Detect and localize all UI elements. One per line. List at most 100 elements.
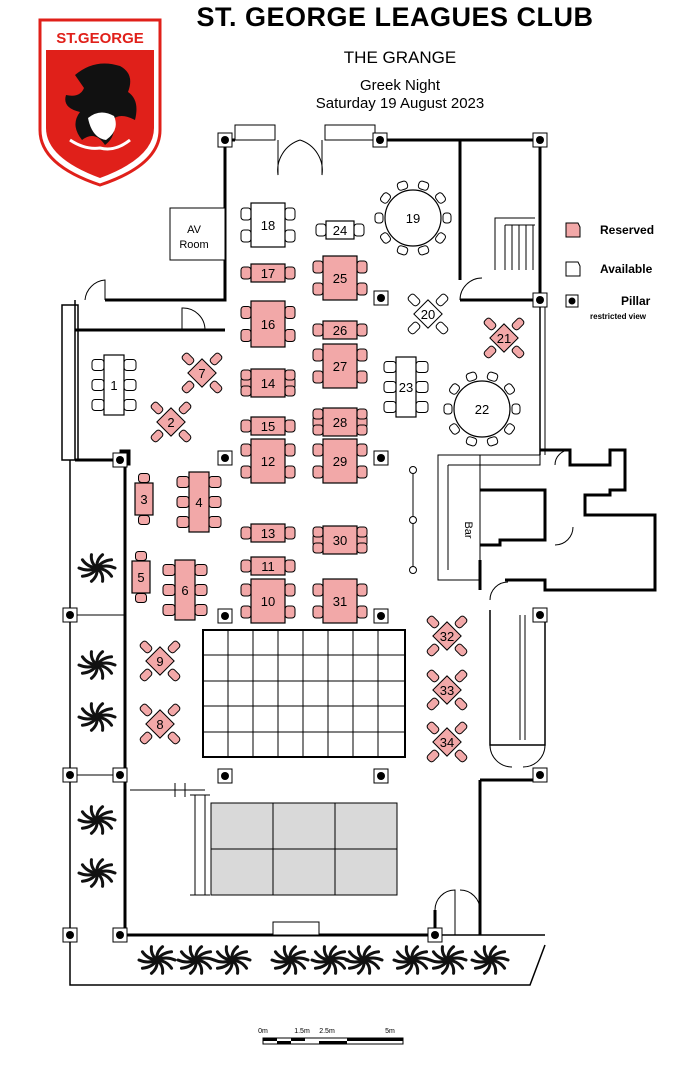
table-number: 23 [399, 380, 413, 395]
table-31[interactable]: 31 [312, 578, 368, 624]
table-number: 25 [333, 271, 347, 286]
table-4[interactable]: 4 [176, 471, 222, 533]
pillar-marker [532, 767, 548, 783]
pillar-marker [532, 292, 548, 308]
table-32[interactable]: 32 [426, 615, 468, 657]
scale-tick-2: 2.5m [319, 1028, 335, 1035]
plant-icon [77, 650, 117, 680]
pillar-marker [217, 450, 233, 466]
plant-icon [77, 702, 117, 732]
pillar-marker [112, 767, 128, 783]
table-23[interactable]: 23 [383, 356, 429, 418]
table-21[interactable]: 21 [483, 317, 525, 359]
table-number: 32 [440, 629, 454, 644]
bar-label: Bar [462, 521, 474, 538]
plant-icon [310, 945, 350, 975]
table-number: 11 [261, 559, 275, 574]
table-12[interactable]: 12 [240, 438, 296, 484]
plant-icon [270, 945, 310, 975]
pillar-marker [62, 767, 78, 783]
pillar-marker [217, 768, 233, 784]
table-34[interactable]: 34 [426, 721, 468, 763]
table-20[interactable]: 20 [407, 293, 449, 335]
table-number: 30 [333, 533, 347, 548]
pillar-marker [217, 608, 233, 624]
pillar-marker [427, 927, 443, 943]
stage [130, 783, 398, 936]
table-number: 7 [198, 366, 205, 381]
club-logo: ST.GEORGE [38, 18, 162, 187]
stairs [494, 217, 535, 270]
table-number: 8 [156, 717, 163, 732]
plant-icon [470, 945, 510, 975]
terrace-frames [70, 614, 125, 776]
table-28[interactable]: 28 [312, 407, 368, 437]
table-5[interactable]: 5 [131, 551, 151, 603]
table-6[interactable]: 6 [162, 559, 208, 621]
table-11[interactable]: 11 [240, 556, 296, 576]
table-number: 13 [261, 526, 275, 541]
scale-tick-3: 5m [385, 1028, 395, 1035]
table-number: 34 [440, 735, 454, 750]
dance-floor [202, 629, 406, 758]
plants [77, 553, 510, 975]
table-18[interactable]: 18 [240, 202, 296, 248]
table-number: 2 [167, 415, 174, 430]
scale-bar: 0m 1.5m 2.5m 5m [258, 1028, 404, 1045]
table-27[interactable]: 27 [312, 343, 368, 389]
reserved-swatch [565, 222, 581, 238]
table-number: 9 [156, 654, 163, 669]
pillar-marker [112, 927, 128, 943]
table-24[interactable]: 24 [315, 220, 365, 240]
table-1[interactable]: 1 [91, 354, 137, 416]
table-22[interactable]: 22 [443, 371, 521, 447]
pillar-marker [532, 132, 548, 148]
table-30[interactable]: 30 [312, 525, 368, 555]
table-7[interactable]: 7 [181, 352, 223, 394]
table-26[interactable]: 26 [312, 320, 368, 340]
legend-pillar-sub: restricted view [590, 312, 647, 321]
plant-icon [344, 945, 384, 975]
table-number: 18 [261, 218, 275, 233]
pillar-marker [373, 608, 389, 624]
table-29[interactable]: 29 [312, 438, 368, 484]
table-3[interactable]: 3 [134, 473, 154, 525]
table-17[interactable]: 17 [240, 263, 296, 283]
pillar-marker [532, 607, 548, 623]
table-8[interactable]: 8 [139, 703, 181, 745]
table-10[interactable]: 10 [240, 578, 296, 624]
table-15[interactable]: 15 [240, 416, 296, 436]
table-number: 21 [497, 331, 511, 346]
table-number: 22 [475, 402, 489, 417]
plant-icon [77, 858, 117, 888]
plant-icon [77, 553, 117, 583]
pillar-marker [62, 927, 78, 943]
logo-text: ST.GEORGE [56, 30, 144, 47]
table-13[interactable]: 13 [240, 523, 296, 543]
table-number: 14 [261, 376, 275, 391]
legend-available: Available [600, 262, 653, 276]
av-room: AV Room [169, 207, 226, 261]
pillars [62, 132, 548, 943]
legend: Reserved Available Pillar restricted vie… [565, 222, 654, 321]
table-16[interactable]: 16 [240, 300, 296, 348]
table-number: 26 [333, 323, 347, 338]
table-number: 31 [333, 594, 347, 609]
av-room-label: AV [187, 224, 202, 236]
plant-icon [212, 945, 252, 975]
table-19[interactable]: 19 [374, 180, 452, 256]
table-number: 27 [333, 359, 347, 374]
bar-stools [409, 466, 417, 574]
pillar-marker [372, 132, 388, 148]
table-25[interactable]: 25 [312, 255, 368, 301]
table-33[interactable]: 33 [426, 669, 468, 711]
plant-icon [77, 805, 117, 835]
table-number: 19 [406, 211, 420, 226]
table-9[interactable]: 9 [139, 640, 181, 682]
table-14[interactable]: 14 [240, 368, 296, 398]
table-2[interactable]: 2 [150, 401, 192, 443]
table-number: 33 [440, 683, 454, 698]
table-number: 1 [110, 378, 117, 393]
